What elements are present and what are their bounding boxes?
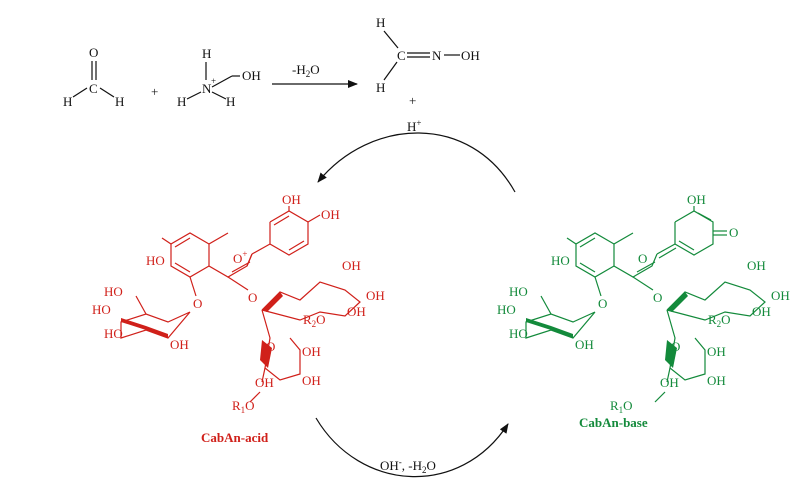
- acid-oh-g: OH: [347, 304, 366, 319]
- arrow-label: -H2O: [292, 62, 320, 79]
- base-oh-i: OH: [707, 373, 726, 388]
- hydroxylamine-h-left: H: [177, 94, 186, 109]
- formaldehyde-o: O: [89, 45, 98, 60]
- acid-oh-right: OH: [321, 207, 340, 222]
- base-oh-f: OH: [771, 288, 790, 303]
- curved-arrow-top: [317, 132, 516, 193]
- oxime-h-bottom: H: [376, 80, 385, 95]
- base-name-label: CabAn-base: [579, 415, 648, 430]
- base-oh-h: OH: [707, 344, 726, 359]
- acid-oh-top: OH: [282, 192, 301, 207]
- hydroxylamine-h-right: H: [226, 94, 235, 109]
- plus-sign-2: +: [409, 93, 416, 108]
- acid-ho-a: HO: [104, 284, 123, 299]
- acid-oh-h: OH: [302, 344, 321, 359]
- base-o-link2: O: [653, 290, 662, 305]
- curved-arrow-to-base: [315, 417, 509, 478]
- acid-ho-b: HO: [92, 302, 111, 317]
- curved-arrow-to-acid: [317, 132, 516, 193]
- acid-o-link2: O: [248, 290, 257, 305]
- base-o-keto: O: [729, 225, 738, 240]
- base-oh-top: OH: [687, 192, 706, 207]
- base-ho-left: HO: [551, 253, 570, 268]
- oxime: H C N OH H: [376, 15, 480, 95]
- base-o-sugar: O: [671, 339, 680, 354]
- reaction-arrow-top: -H2O: [272, 62, 358, 88]
- oxime-n: N: [432, 48, 442, 63]
- bottom-arrow-label: OH-, -H2O: [380, 457, 436, 475]
- cabanin-base-structure: OH O O HO O O HO HO HO OH R2O OH OH OH O…: [497, 192, 790, 415]
- oxime-oh: OH: [461, 48, 480, 63]
- acid-oh-e: OH: [342, 258, 361, 273]
- base-ho-a: HO: [509, 284, 528, 299]
- base-oh-e: OH: [747, 258, 766, 273]
- base-r1: R1O: [610, 398, 633, 415]
- hydroxylamine: H N + OH H H: [177, 46, 261, 109]
- hydroxylamine-oh: OH: [242, 68, 261, 83]
- base-ho-d: HO: [509, 326, 528, 341]
- acid-r2: R2O: [303, 312, 326, 329]
- acid-r1: R1O: [232, 398, 255, 415]
- plus-sign-1: +: [151, 84, 158, 99]
- base-r2: R2O: [708, 312, 731, 329]
- acid-oh-f: OH: [366, 288, 385, 303]
- formaldehyde-h-left: H: [63, 94, 72, 109]
- base-oh-j: OH: [660, 375, 679, 390]
- hydroxylamine-n: N: [202, 81, 212, 96]
- hydroxylamine-h-top: H: [202, 46, 211, 61]
- acid-o-plus: O+: [233, 249, 247, 266]
- hydroxylamine-charge: +: [211, 76, 216, 86]
- base-o-link: O: [598, 296, 607, 311]
- acid-oh-c: OH: [170, 337, 189, 352]
- formaldehyde: O C H H: [63, 45, 124, 109]
- acid-o-link: O: [193, 296, 202, 311]
- cabanin-acid-structure: OH OH O+ HO O O HO HO HO OH R2O OH OH OH: [92, 192, 385, 415]
- proton: H+: [407, 118, 421, 134]
- acid-o-ring: O: [266, 339, 275, 354]
- base-oh-g: OH: [752, 304, 771, 319]
- base-oh-c: OH: [575, 337, 594, 352]
- acid-oh-i: OH: [302, 373, 321, 388]
- acid-oh-j: OH: [255, 375, 274, 390]
- base-ho-b: HO: [497, 302, 516, 317]
- base-o-ring: O: [638, 251, 647, 266]
- formaldehyde-h-right: H: [115, 94, 124, 109]
- acid-ho-d: HO: [104, 326, 123, 341]
- acid-ho-left: HO: [146, 253, 165, 268]
- oxime-h-top: H: [376, 15, 385, 30]
- oxime-c: C: [397, 48, 406, 63]
- formaldehyde-c: C: [89, 81, 98, 96]
- acid-name-label: CabAn-acid: [201, 430, 269, 445]
- curved-arrow-bottom: OH-, -H2O: [315, 417, 509, 478]
